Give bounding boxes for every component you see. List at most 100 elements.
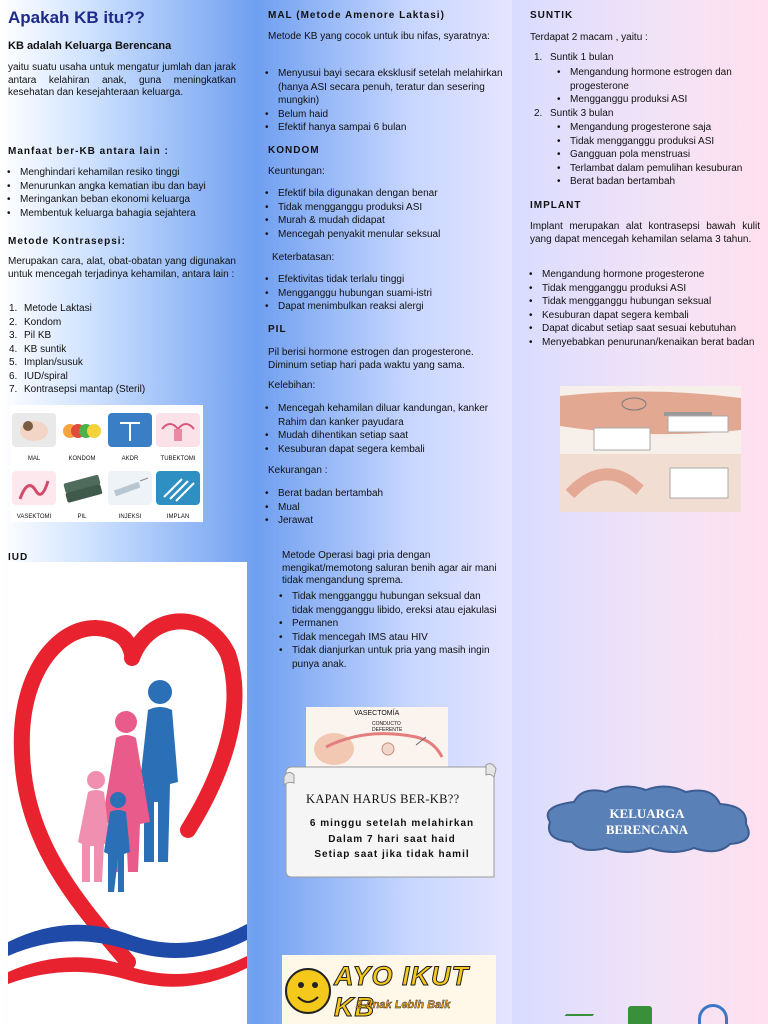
pil-intro: Pil berisi hormone estrogen dan progeste… [268, 347, 474, 371]
iud-heading: IUD [8, 552, 29, 563]
suntik1-item: Mengganggu produksi ASI [550, 93, 764, 107]
metode-item-label: Kontrasepsi mantap (Steril) [24, 384, 146, 395]
page-title: Apakah KB itu?? [8, 8, 145, 27]
keuntungan-label: Keuntungan: [268, 166, 325, 177]
metode-item: 3. Pil KB [5, 329, 245, 343]
kelebihan-item: Kesuburan dapat segera kembali [258, 443, 498, 457]
kekurangan-list: Berat badan bertambahMualJerawat [258, 487, 498, 528]
kelebihan-label: Kelebihan: [268, 380, 316, 391]
implant-item: Tidak mengganggu hubungan seksual [522, 295, 762, 309]
metode-item: 2. Kondom [5, 316, 245, 330]
metode-item-number: 1. [9, 303, 18, 314]
keluarga-berencana-text: KELUARGA BERENCANA [534, 806, 760, 838]
kb-definition-text: yaitu suatu usaha untuk mengatur jumlah … [8, 62, 236, 98]
suntik3-list: Mengandung progesterone sajaTidak mengga… [550, 121, 768, 189]
kekurangan-item: Jerawat [258, 514, 498, 528]
keuntungan-item: Mencegah penyakit menular seksual [258, 228, 504, 242]
mop-intro: Metode Operasi bagi pria dengan mengikat… [282, 550, 497, 586]
grid-label-implan: IMPLAN [166, 514, 190, 520]
metode-item-number: 3. [9, 330, 18, 341]
metode-item: 6. IUD/spiral [5, 370, 245, 384]
mop-item: Tidak dianjurkan untuk pria yang masih i… [272, 644, 504, 671]
metode-item-label: IUD/spiral [24, 370, 68, 382]
keterbatasan-item: Efektivitas tidak terlalu tinggi [258, 273, 504, 287]
ayo-ikut-kb-banner: AYO IKUT KB 2 Anak Lebih Baik [282, 955, 496, 1024]
kondom-heading: KONDOM [268, 145, 320, 156]
grid-label-vasektomi: VASEKTOMI [16, 514, 52, 520]
vasectomy-label: VASECTOMÍA [354, 710, 400, 717]
keterbatasan-label: Keterbatasan: [272, 252, 335, 263]
manfaat-item: Meringankan beban ekonomi keluarga [0, 193, 252, 207]
mop-item: Tidak mengganggu hubungan seksual dan ti… [272, 590, 504, 617]
panel-left: Apakah KB itu?? KB adalah Keluarga Beren… [0, 0, 256, 1024]
metode-intro: Merupakan cara, alat, obat-obatan yang d… [8, 256, 236, 280]
mal-thumbnail [12, 413, 56, 447]
manfaat-list: Menghindari kehamilan resiko tinggiMenur… [0, 166, 252, 220]
kelebihan-item: Mudah dihentikan setiap saat [258, 429, 498, 443]
suntik1-item: Mengandung hormone estrogen dan progeste… [550, 66, 764, 93]
contraceptive-methods-image: MAL KONDOM AKDR TUBEKTOMI VASEKTOMI PIL … [10, 405, 203, 522]
mal-list: Menyusui bayi secara eksklusif setelah m… [258, 67, 504, 135]
grid-label-tubektomi: TUBEKTOMI [160, 456, 196, 462]
kekurangan-item: Mual [258, 501, 498, 515]
metode-item-number: 2. [9, 316, 18, 328]
suntik1-label: Suntik 1 bulan [550, 52, 614, 63]
metode-item-label: Pil KB [24, 330, 52, 341]
kapan-title: KAPAN HARUS BER-KB?? [306, 792, 460, 806]
cloud-line-1: KELUARGA [609, 806, 685, 821]
mal-item: Efektif hanya sampai 6 bulan [258, 121, 504, 135]
akdr-thumbnail [108, 413, 152, 447]
implant-item: Mengandung hormone progesterone [522, 268, 762, 282]
keterbatasan-item: Mengganggu hubungan suami-istri [258, 287, 504, 301]
logo-emblem-leaf [557, 1014, 595, 1024]
panel-middle: MAL (Metode Amenore Laktasi) Metode KB y… [256, 0, 512, 1024]
metode-heading: Metode Kontrasepsi: [8, 236, 126, 247]
metode-item-number: 6. [9, 370, 18, 382]
metode-item-label: Kondom [24, 316, 62, 328]
metode-item-number: 7. [9, 384, 18, 395]
keterbatasan-item: Dapat menimbulkan reaksi alergi [258, 300, 504, 314]
metode-item-number: 4. [9, 343, 18, 355]
injeksi-thumbnail [108, 471, 152, 505]
suntik1-list: Mengandung hormone estrogen dan progeste… [550, 66, 764, 107]
keuntungan-item: Efektif bila digunakan dengan benar [258, 187, 504, 201]
implan-thumbnail [156, 471, 200, 505]
grid-label-akdr: AKDR [121, 456, 139, 462]
implant-item: Tidak mengganggu produksi ASI [522, 282, 762, 296]
vasektomi-thumbnail [12, 471, 56, 505]
manfaat-item: Menghindari kehamilan resiko tinggi [0, 166, 252, 180]
suntik3-label: Suntik 3 bulan [550, 108, 614, 119]
metode-item: 5.Implan/susuk [5, 356, 245, 370]
banner-sub-text: 2 Anak Lebih Baik [356, 999, 451, 1011]
metode-item: 1. Metode Laktasi [5, 302, 245, 316]
kapan-line: 6 minggu setelah melahirkan [309, 818, 475, 829]
implant-item: Dapat dicabut setiap saat sesuai kebutuh… [522, 322, 762, 336]
kekurangan-label: Kekurangan : [268, 465, 328, 476]
grid-label-pil: PIL [77, 514, 87, 520]
family-heart-logo [8, 562, 247, 1024]
implant-list: Mengandung hormone progesteroneTidak men… [522, 268, 762, 349]
logo-emblem-green [628, 1006, 652, 1024]
kapan-line: Dalam 7 hari saat haid [328, 833, 456, 845]
metode-item-label: Metode Laktasi [24, 303, 92, 314]
banner-main-text: AYO IKUT KB [334, 961, 469, 1023]
mal-item: Menyusui bayi secara eksklusif setelah m… [258, 67, 504, 108]
pil-thumbnail [60, 471, 104, 505]
keuntungan-list: Efektif bila digunakan dengan benarTidak… [258, 187, 504, 241]
kondom-thumbnail [60, 413, 104, 447]
metode-item-number: 5. [9, 357, 18, 368]
manfaat-item: Menurunkan angka kematian ibu dan bayi [0, 180, 252, 194]
kb-definition-heading: KB adalah Keluarga Berencana [8, 40, 172, 52]
kekurangan-item: Berat badan bertambah [258, 487, 498, 501]
mop-item: Permanen [272, 617, 504, 631]
suntik3-item: Gangguan pola menstruasi [550, 148, 768, 162]
manfaat-heading: Manfaat ber-KB antara lain : [8, 146, 169, 157]
kapan-line: Setiap saat jika tidak hamil [314, 849, 470, 860]
keuntungan-item: Tidak mengganggu produksi ASI [258, 201, 504, 215]
implant-heading: IMPLANT [530, 200, 582, 211]
suntik3-item: Mengandung progesterone saja [550, 121, 768, 135]
pil-heading: PIL [268, 324, 287, 335]
logo-emblem-blue [698, 1004, 728, 1024]
implant-item: Kesuburan dapat segera kembali [522, 309, 762, 323]
